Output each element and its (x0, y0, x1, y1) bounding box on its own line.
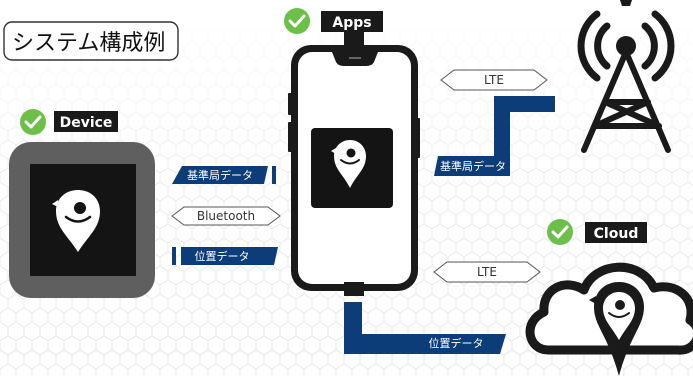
link-label-base-station-tower: 基準局データ (440, 159, 506, 173)
apps-tag: Apps (332, 15, 371, 31)
location-pin-icon (331, 140, 366, 188)
apps-node: Apps (284, 8, 420, 296)
device-tag: Device (60, 115, 113, 131)
device-tag-bg (54, 111, 118, 132)
antenna-tower-icon (577, 0, 675, 153)
cloud-tag: Cloud (594, 226, 639, 242)
link-label-bluetooth: Bluetooth (197, 209, 255, 223)
link-label-base-station: 基準局データ (187, 168, 253, 182)
device-node: Device (9, 109, 155, 298)
check-icon (284, 8, 310, 34)
link-label-position-device: 位置データ (195, 249, 250, 263)
link-label-lte-tower: LTE (484, 73, 504, 87)
link-position-from-device: 位置データ (172, 247, 278, 265)
cloud-node: Cloud (525, 219, 693, 376)
check-icon (20, 109, 46, 135)
link-bluetooth: Bluetooth (171, 206, 281, 226)
link-position-to-cloud: 位置データ (344, 302, 506, 354)
cloud-tag-bg (585, 222, 647, 243)
location-pin-icon (52, 190, 100, 252)
link-lte-tower: LTE (440, 69, 548, 91)
link-label-position-cloud: 位置データ (429, 336, 484, 350)
apps-tag-bg (321, 11, 383, 32)
location-pin-icon (589, 282, 644, 376)
diagram-title: システム構成例 (12, 31, 165, 56)
link-label-lte-cloud: LTE (477, 265, 497, 279)
link-lte-cloud: LTE (433, 261, 541, 283)
check-icon (547, 219, 573, 245)
title-box: システム構成例 (3, 21, 179, 61)
link-base-station-from-tower: 基準局データ (434, 96, 555, 176)
link-base-station-to-device: 基準局データ (172, 166, 276, 184)
